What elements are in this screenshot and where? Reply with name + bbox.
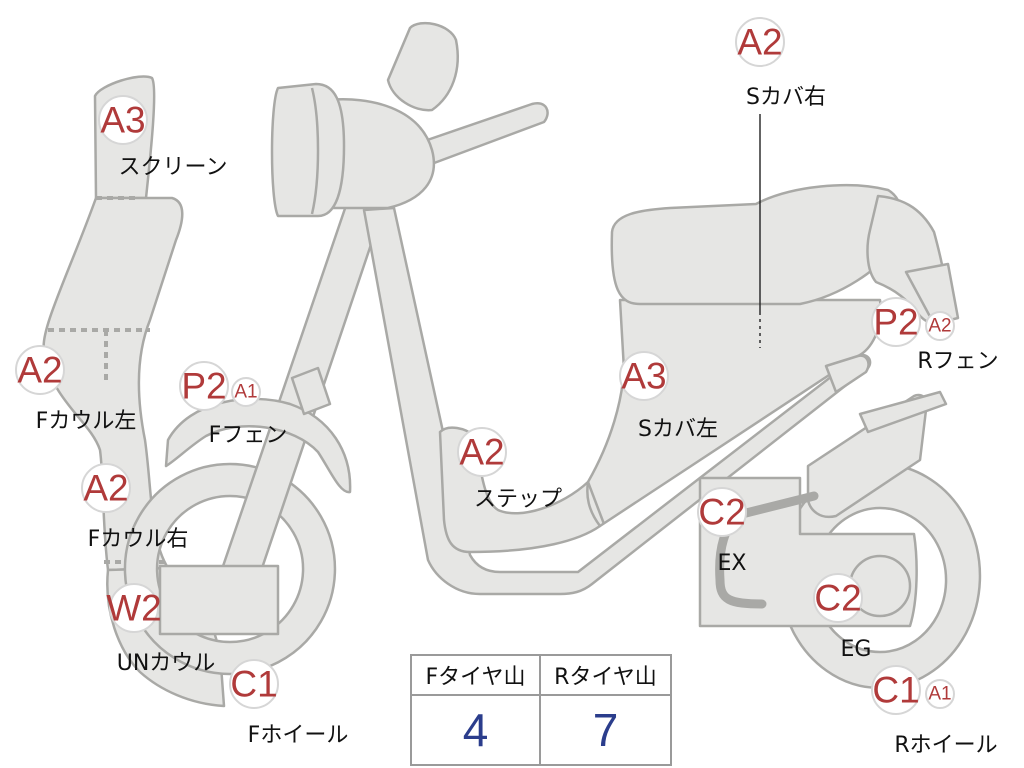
label-f-fender: P2 A1 Fフェン	[179, 361, 288, 448]
label-fcowl-left: A2 Fカウル左	[15, 345, 137, 434]
part-label: Rフェン	[917, 349, 998, 374]
label-fcowl-right: A2 Fカウル右	[81, 463, 189, 552]
label-exhaust: C2 EX	[697, 487, 747, 576]
grade-badge-small: A1	[234, 382, 257, 403]
grade-badge: W2	[106, 588, 162, 629]
rear-tire-tread-header: Rタイヤ山	[541, 656, 670, 696]
grade-badge-small: A2	[928, 316, 951, 337]
grade-badge: A3	[100, 100, 145, 141]
label-engine: C2 EG	[813, 573, 872, 662]
label-r-fender: P2 A2 Rフェン	[871, 297, 999, 374]
grade-badge: P2	[873, 302, 918, 343]
grade-badge: A3	[621, 356, 666, 397]
tire-tread-table: Fタイヤ山 Rタイヤ山 4 7	[410, 654, 672, 766]
part-label: Fカウル右	[88, 527, 189, 552]
grade-badge: A2	[459, 432, 504, 473]
part-label: ステップ	[474, 487, 562, 512]
part-label: Fホイール	[248, 723, 349, 748]
front-axle-cover-part	[158, 564, 280, 636]
front-end	[123, 186, 388, 676]
rear-end	[698, 354, 982, 690]
part-label: Sカバ右	[746, 85, 826, 110]
part-label: Fフェン	[209, 423, 288, 448]
label-r-wheel: C1 A1 Rホイール	[871, 665, 998, 758]
front-tire-tread-header: Fタイヤ山	[412, 656, 541, 696]
grade-badge: C1	[872, 670, 919, 711]
part-label: UNカウル	[117, 651, 216, 676]
grade-badge: A2	[737, 22, 782, 63]
headlight-bracket-part	[290, 366, 332, 416]
engine-cylinder-part	[806, 393, 929, 519]
rear-tire-tread-value: 7	[592, 704, 619, 756]
part-label: EX	[718, 551, 747, 576]
seat-part	[610, 183, 904, 306]
label-screen: A3 スクリーン	[98, 95, 228, 180]
rear-fender-flap-part	[904, 262, 960, 326]
rear-shock-part	[858, 390, 948, 434]
part-label: EG	[841, 637, 872, 662]
part-label: Rホイール	[894, 733, 997, 758]
grade-badge: C1	[230, 664, 277, 705]
rear-body	[586, 183, 960, 528]
part-label: スクリーン	[119, 155, 228, 180]
label-step: A2 ステップ	[457, 427, 562, 512]
part-label: Sカバ左	[638, 417, 718, 442]
label-s-cover-right: A2 Sカバ右	[735, 17, 826, 110]
grade-badge: P2	[181, 366, 226, 407]
mirror-part	[386, 21, 459, 112]
grade-badge: A2	[83, 468, 128, 509]
headlight-part	[270, 82, 346, 218]
label-un-cowl: W2 UNカウル	[106, 583, 216, 676]
handlebar-grip-part	[402, 101, 549, 174]
label-f-wheel: C1 Fホイール	[229, 659, 349, 748]
front-tire-tread-value: 4	[412, 696, 541, 764]
label-s-cover-left: A3 Sカバ左	[619, 351, 718, 442]
handlebar-assembly	[270, 21, 549, 218]
grade-badge: C2	[698, 492, 745, 533]
rear-crossbar-part	[824, 354, 870, 394]
side-cover-split	[586, 481, 606, 525]
headlight-lens-line	[310, 87, 320, 215]
part-label: Fカウル左	[36, 409, 137, 434]
grade-badge: A2	[17, 350, 62, 391]
grade-badge: C2	[814, 578, 861, 619]
grade-badge-small: A1	[928, 684, 951, 705]
